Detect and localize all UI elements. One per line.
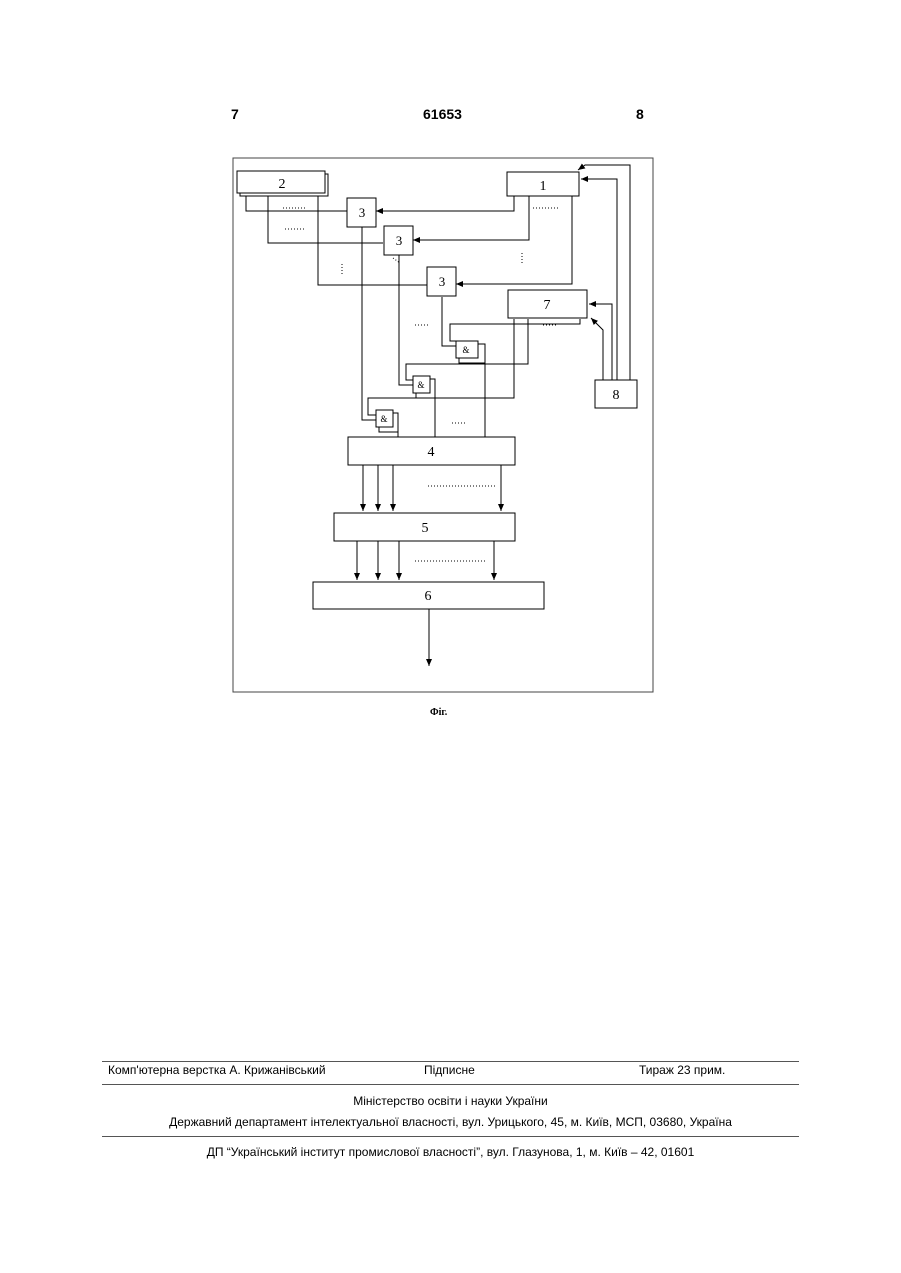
block-4-label: 4 — [428, 445, 435, 460]
block-3b-label: 3 — [396, 233, 403, 248]
footer-print-run: Тираж 23 прим. — [639, 1063, 725, 1077]
footer-rule-middle — [102, 1084, 799, 1085]
footer-typesetter: Комп'ютерна верстка А. Крижанівський — [108, 1063, 326, 1077]
footer-signed: Підписне — [424, 1063, 475, 1077]
block-8-label: 8 — [613, 388, 620, 403]
figure-caption: Фіг. — [430, 707, 447, 718]
block-3c-label: 3 — [439, 274, 446, 289]
and-gate-1-label: & — [462, 345, 469, 355]
block-3a-label: 3 — [359, 205, 366, 220]
footer-institute: ДП “Український інститут промислової вла… — [102, 1145, 799, 1159]
footer-rule-bottom — [102, 1136, 799, 1137]
block-1-label: 1 — [540, 179, 547, 194]
footer-ministry: Міністерство освіти і науки України — [102, 1094, 799, 1108]
block-2-label: 2 — [279, 177, 286, 192]
and-gate-3-label: & — [380, 414, 387, 424]
footer-rule-top — [102, 1061, 799, 1062]
and-gate-2-label: & — [417, 380, 424, 390]
block-5-label: 5 — [422, 521, 429, 536]
figure-frame — [233, 158, 653, 692]
block-7-label: 7 — [544, 298, 551, 313]
block-6-label: 6 — [425, 589, 432, 604]
footer-department: Державний департамент інтелектуальної вл… — [102, 1115, 799, 1129]
